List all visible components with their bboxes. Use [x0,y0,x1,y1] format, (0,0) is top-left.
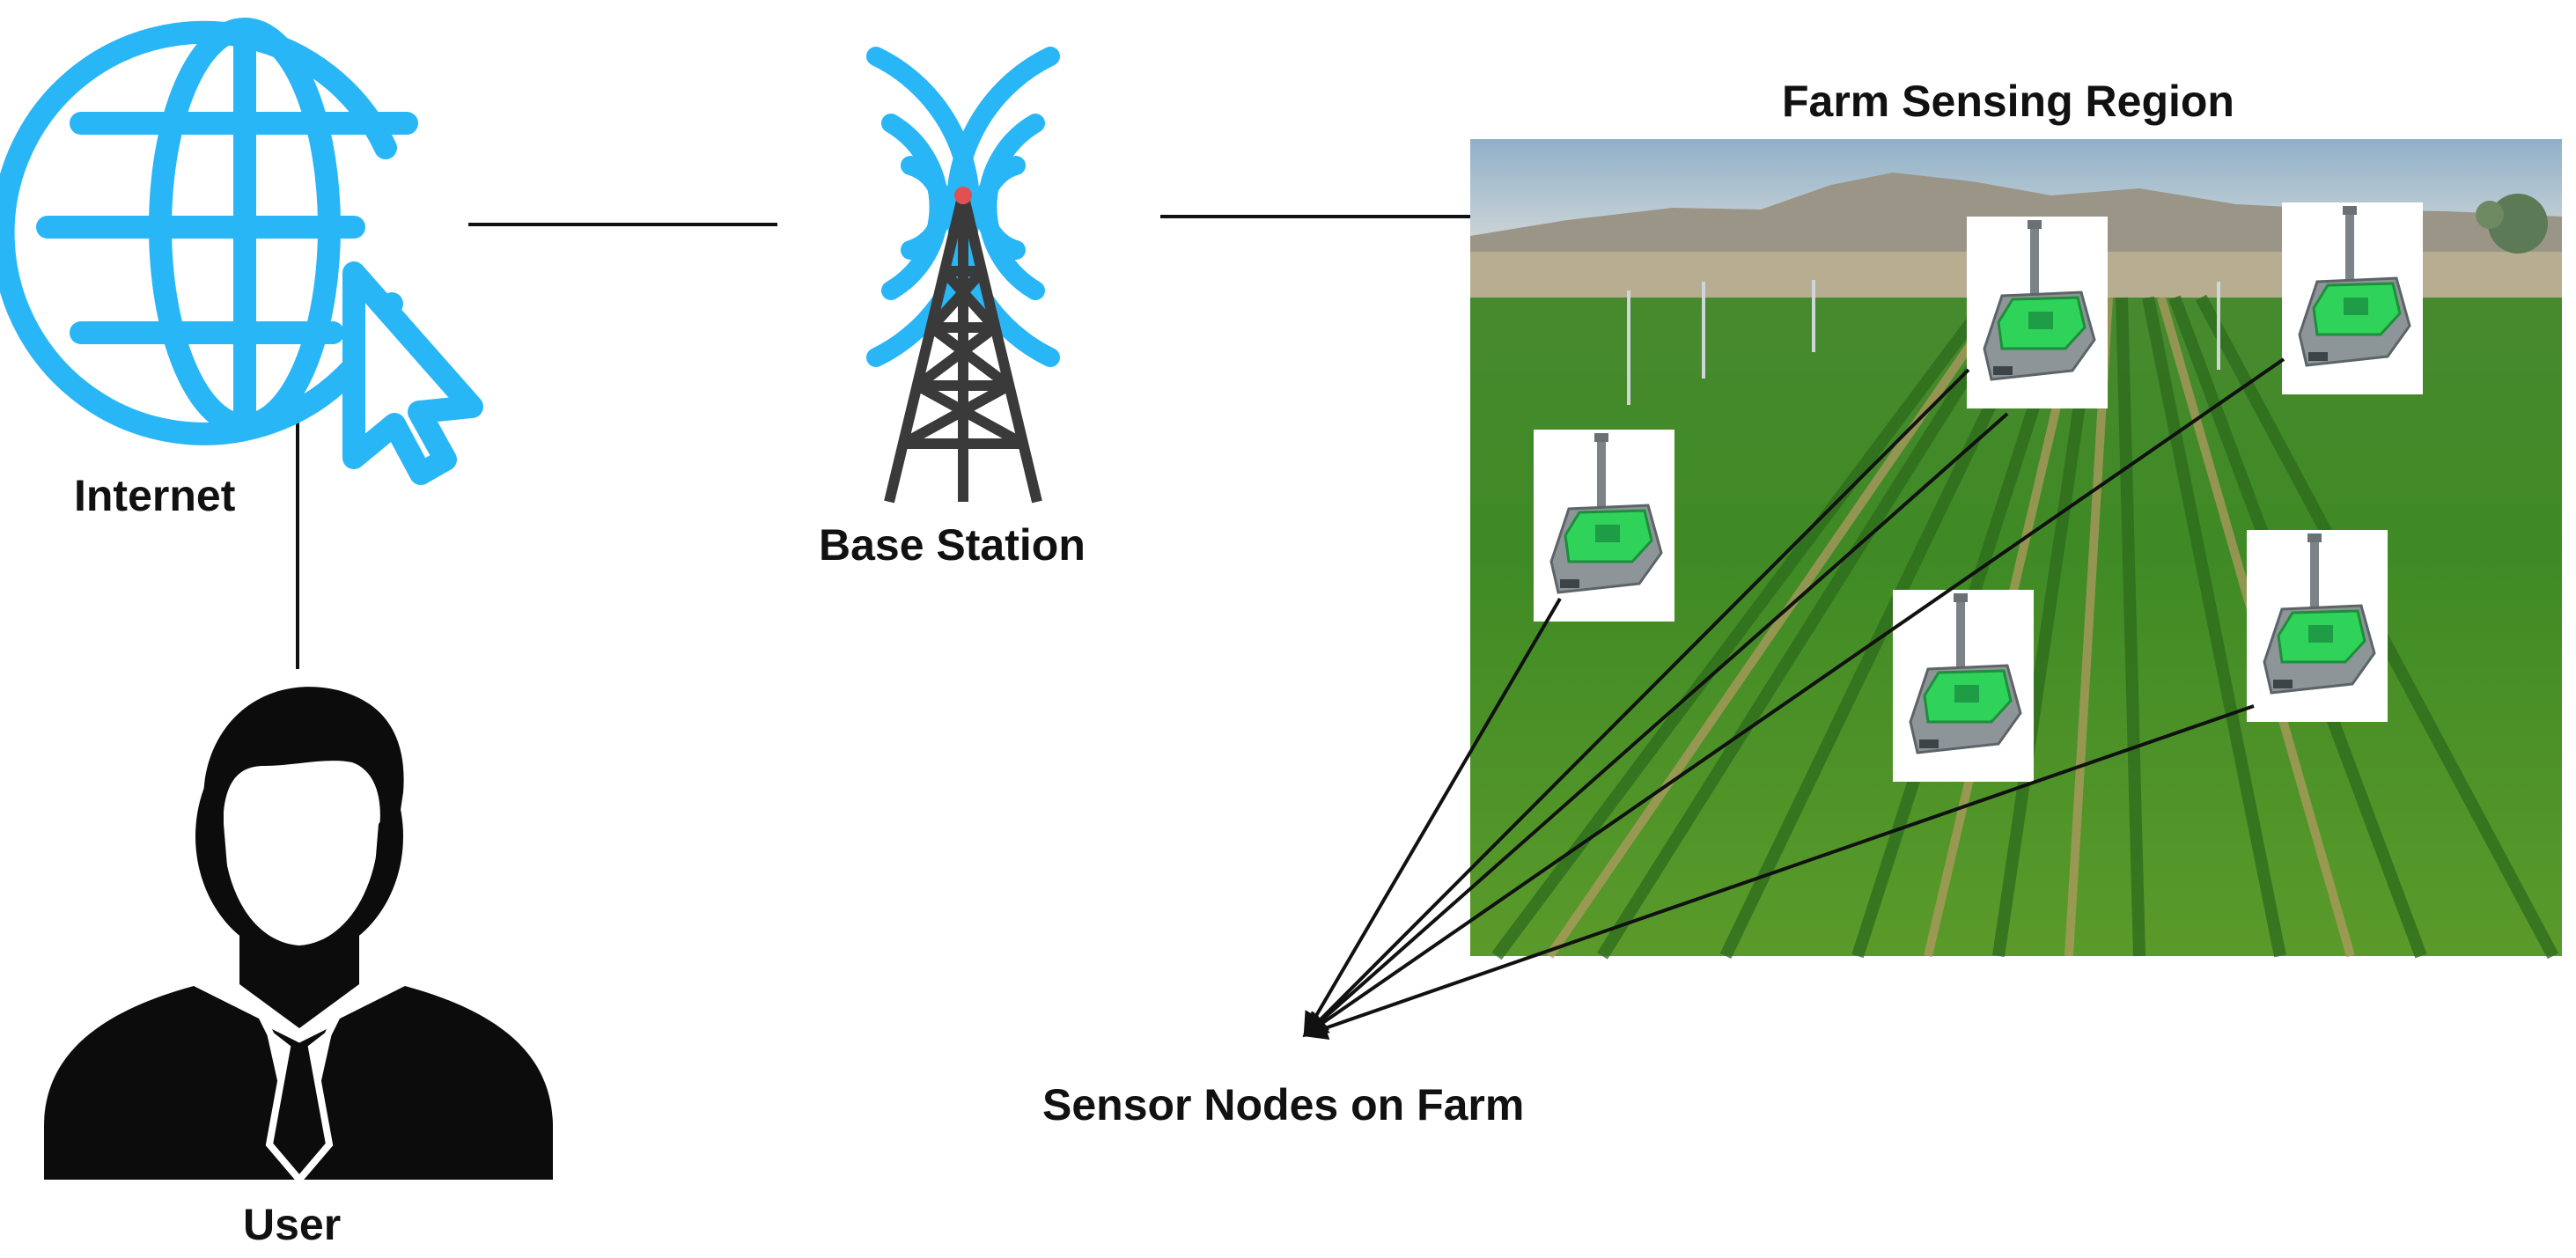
globe-cursor-icon [0,18,483,485]
internet-label: Internet [74,471,236,520]
base-station-label: Base Station [819,520,1086,570]
arrow-sensor-2 [1303,368,1970,1037]
sensor-node-icon [1965,215,2109,410]
person-icon [44,687,553,1186]
arrow-sensor-5 [1302,704,2255,1040]
arrow-sensor-3 [1302,357,2285,1037]
user-label: User [243,1200,341,1249]
sensor-node-icon [1532,428,1676,623]
sensor-node-icon [2280,201,2425,396]
sensor-node-icon [2245,528,2389,724]
farm-region-label: Farm Sensing Region [1782,77,2234,126]
connection-lines [296,215,1470,669]
arrow-sensor-4 [1302,412,2009,1037]
sensor-nodes-label: Sensor Nodes on Farm [1042,1080,1524,1129]
sensor-arrows [1302,357,2285,1040]
arrow-sensor-1 [1303,597,1562,1038]
radio-tower-icon [866,47,1060,504]
sensor-node-icon [1891,588,2035,783]
